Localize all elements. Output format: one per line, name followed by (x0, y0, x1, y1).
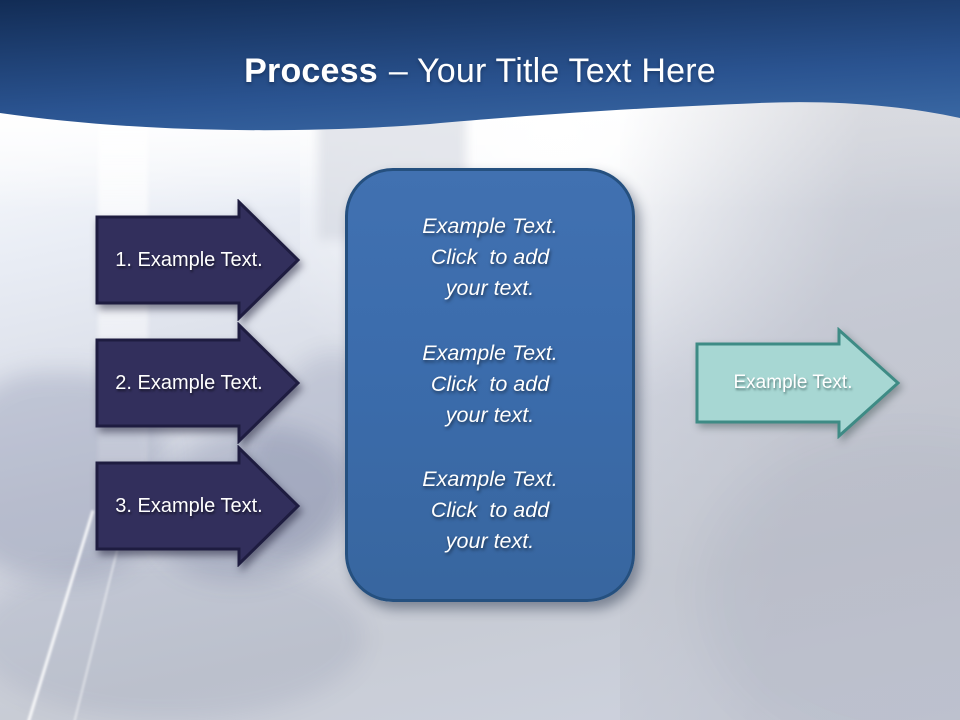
next-step-arrow[interactable]: Example Text. (695, 327, 901, 439)
title-keyword: Process (244, 52, 378, 90)
step-label: 3. Example Text. (115, 494, 263, 517)
background-car-shape (700, 430, 960, 720)
step-label: 1. Example Text. (115, 248, 263, 271)
background-light-streak (18, 510, 95, 720)
step-arrow-1[interactable]: 1. Example Text. (95, 199, 301, 321)
panel-placeholder-text[interactable]: Example Text. Click to add your text. (422, 214, 558, 300)
step-arrow-3[interactable]: 3. Example Text. (95, 445, 301, 567)
slide-title[interactable]: Process – Your Title Text Here (0, 52, 960, 91)
background-car-shape (0, 555, 365, 720)
step-label: 2. Example Text. (115, 371, 263, 394)
title-subtitle: – Your Title Text Here (388, 52, 716, 90)
panel-placeholder-text[interactable]: Example Text. Click to add your text. (422, 467, 558, 553)
step-arrow-2[interactable]: 2. Example Text. (95, 322, 301, 444)
next-arrow-label: Example Text. (733, 372, 853, 393)
panel-placeholder-text[interactable]: Example Text. Click to add your text. (422, 340, 558, 427)
content-panel[interactable]: Example Text. Click to add your text. Ex… (345, 168, 635, 602)
